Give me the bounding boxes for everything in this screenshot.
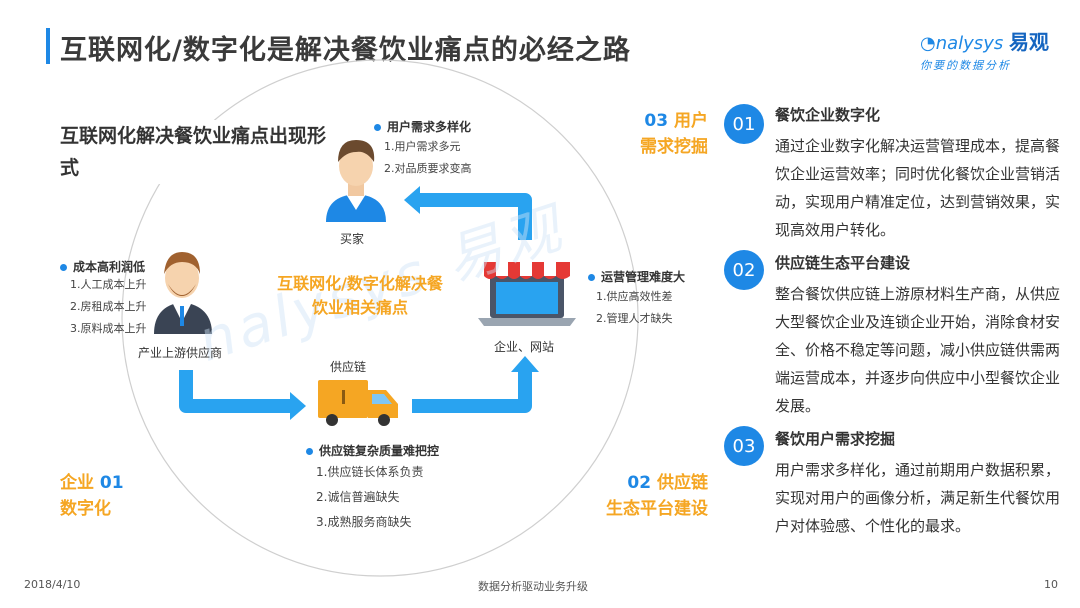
supplier-icon <box>154 252 212 334</box>
shop-laptop-icon <box>478 262 576 326</box>
arrow-head-up <box>511 356 539 372</box>
corner-label-user-demand: 03 用户 需求挖掘 <box>640 111 708 157</box>
bullet-dot <box>306 448 313 455</box>
logo-brand: nalysys <box>935 33 1004 54</box>
buyer-pain-title: 用户需求多样化 <box>374 118 471 135</box>
right-item-1-title: 餐饮企业数字化 <box>775 106 881 124</box>
diagram-heading: 互联网化解决餐饮业痛点出现形式 <box>60 120 334 184</box>
diagram-graphics <box>121 59 639 577</box>
arrow-web-to-buyer <box>420 193 532 240</box>
diagram-center-text: 互联网化/数字化解决餐饮业相关痛点 <box>277 274 443 317</box>
chain-pain-title: 供应链复杂质量难把控 <box>306 442 439 459</box>
buyer-pain-points: 1.用户需求多元 2.对品质要求变高 <box>384 140 472 175</box>
footer-slogan: 数据分析驱动业务升级 <box>478 580 588 593</box>
page-title: 互联网化/数字化是解决餐饮业痛点的必经之路 <box>60 35 631 66</box>
title-accent-bar <box>46 28 50 64</box>
right-item-3-title: 餐饮用户需求挖掘 <box>775 430 896 448</box>
right-item-2-title: 供应链生态平台建设 <box>775 254 911 272</box>
supplier-pain-title: 成本高利润低 <box>60 258 145 275</box>
bullet-dot <box>374 124 381 131</box>
web-pain-title: 运营管理难度大 <box>588 268 685 285</box>
supplier-label: 产业上游供应商 <box>138 346 223 360</box>
logo-slogan: 你要的数据分析 <box>920 59 1011 72</box>
arrow-head-left <box>404 186 420 214</box>
right-item-2-body: 整合餐饮供应链上游原材料生产商，从供应大型餐饮企业及连锁企业开始，消除食材安全、… <box>775 285 1061 415</box>
truck-icon <box>318 380 398 426</box>
bullet-dot <box>60 264 67 271</box>
right-item-3-number: 03 <box>724 426 764 466</box>
analysys-logo: ◔nalysys 易观 你要的数据分析 <box>920 26 1060 72</box>
supplier-pain-points: 1.人工成本上升 2.房租成本上升 3.原料成本上升 <box>70 278 147 335</box>
buyer-icon <box>326 140 386 222</box>
right-item-1-number: 01 <box>724 104 764 144</box>
buyer-label: 买家 <box>340 232 365 246</box>
corner-label-supply-chain: 02 供应链 生态平台建设 <box>606 473 708 519</box>
right-item-3-body: 用户需求多样化，通过前期用户数据积累，实现对用户的画像分析，满足新生代餐饮用户对… <box>775 461 1061 535</box>
chain-pain-points: 1.供应链长体系负责 2.诚信普遍缺失 3.成熟服务商缺失 <box>316 465 424 529</box>
arrow-supplier-to-chain <box>179 370 290 413</box>
web-label: 企业、网站 <box>494 340 555 354</box>
page-number: 10 <box>1044 578 1058 591</box>
right-item-2-number: 02 <box>724 250 764 290</box>
chain-label: 供应链 <box>330 360 367 374</box>
right-item-1-body: 通过企业数字化解决运营管理成本，提高餐饮企业运营效率；同时优化餐饮企业营销活动，… <box>775 137 1061 239</box>
footer-date: 2018/4/10 <box>24 578 81 591</box>
arrow-head-right <box>290 392 306 420</box>
bullet-dot <box>588 274 595 281</box>
arrow-chain-to-web <box>412 372 532 413</box>
cycle-circle <box>121 59 639 577</box>
corner-label-enterprise: 企业 01 数字化 <box>60 473 124 519</box>
logo-brand-cn: 易观 <box>1008 30 1049 54</box>
web-pain-points: 1.供应高效性差 2.管理人才缺失 <box>596 290 673 325</box>
